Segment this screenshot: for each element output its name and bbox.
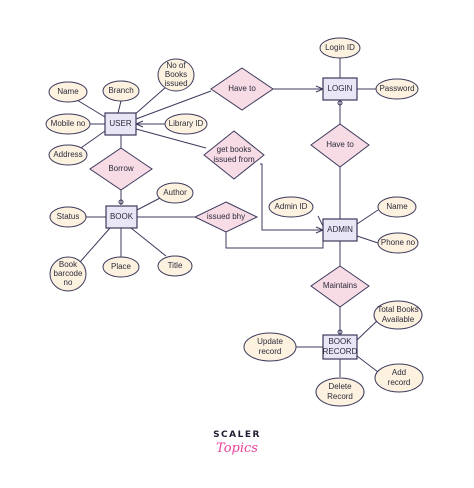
relationship-get-books: get books issued from (203, 130, 265, 180)
attribute-login-password-label: Password (379, 84, 414, 93)
brand-line1: SCALER (213, 430, 261, 440)
attribute-user-name-label: Name (57, 87, 79, 96)
entity-user: USER (104, 112, 137, 136)
relationship-have-to-login: Have to (210, 67, 274, 111)
connector-record-add (356, 355, 379, 373)
connector-get-books-admin (260, 163, 323, 231)
entity-admin: ADMIN (322, 218, 358, 242)
attribute-record-delete-line1: Delete (328, 382, 352, 391)
relationship-have-to-admin: Have to (310, 123, 370, 168)
attribute-user-mobile-label: Mobile no (51, 119, 86, 128)
relationship-get-books-line1: get books (217, 145, 252, 154)
optional-marker-login (337, 100, 343, 106)
attribute-admin-name-label: Name (386, 202, 408, 211)
attribute-record-update: Update record (243, 332, 297, 362)
attribute-admin-phone: Phone no (377, 232, 419, 254)
attribute-login-id: Login ID (319, 37, 361, 59)
attribute-record-update-line2: record (259, 347, 282, 356)
attribute-user-library-id: Library ID (164, 113, 208, 135)
attribute-book-barcode-line1: Book (59, 260, 78, 269)
attribute-record-total: Total Books Available (373, 300, 423, 330)
attribute-user-name: Name (48, 81, 88, 103)
attribute-book-place-label: Place (111, 262, 132, 271)
entity-book-record-line1: BOOK (328, 337, 352, 346)
attribute-record-total-line1: Total Books (377, 305, 418, 314)
entity-book-record: BOOK RECORD (322, 334, 358, 360)
attribute-book-author: Author (156, 182, 194, 204)
attribute-admin-id-label: Admin ID (275, 202, 308, 211)
attribute-record-total-line2: Available (382, 315, 415, 324)
entity-login-label: LOGIN (328, 84, 353, 93)
connector-user-branch (117, 100, 122, 114)
attribute-book-author-label: Author (163, 188, 187, 197)
optional-marker-record (337, 329, 343, 335)
connector-user-have-to (135, 90, 212, 120)
attribute-user-address-label: Address (53, 150, 82, 159)
connector-admin-phone (356, 235, 379, 244)
attribute-user-books-issued: No of Books issued (157, 58, 195, 92)
entity-book-record-line2: RECORD (323, 347, 358, 356)
attribute-user-address: Address (48, 144, 88, 166)
attribute-book-status: Status (49, 206, 87, 228)
attribute-user-books-issued-line3: issued (164, 79, 187, 88)
entity-user-label: USER (109, 119, 131, 128)
relationship-issued-by-label: issued bhy (207, 212, 245, 221)
attribute-book-title: Title (157, 255, 193, 277)
entity-login: LOGIN (322, 77, 358, 101)
attribute-book-barcode-line2: barcode (54, 269, 83, 278)
attribute-admin-name: Name (377, 196, 417, 218)
connector-book-barcode (79, 227, 111, 263)
connector-user-get-books (135, 128, 207, 149)
optional-marker-book (118, 199, 124, 205)
relationship-maintains: Maintains (310, 265, 370, 308)
relationship-have-to-admin-label: Have to (326, 140, 354, 149)
attribute-book-barcode: Book barcode no (49, 256, 87, 292)
relationship-get-books-line2: issued from (213, 155, 255, 164)
attribute-record-delete-line2: Record (327, 392, 353, 401)
attribute-user-branch: Branch (102, 80, 140, 102)
attribute-user-branch-label: Branch (108, 86, 133, 95)
attribute-record-delete: Delete Record (315, 377, 365, 407)
connector-admin-name (356, 209, 379, 225)
relationship-have-to-login-label: Have to (228, 84, 256, 93)
attribute-user-books-issued-line1: No of (166, 61, 186, 70)
entity-book-label: BOOK (110, 212, 134, 221)
relationship-borrow: Borrow (89, 147, 153, 191)
connector-user-address (77, 130, 106, 151)
attribute-login-password: Password (375, 78, 419, 100)
brand-line2: Topics (216, 441, 258, 456)
relationship-issued-by: issued bhy (193, 201, 259, 233)
attribute-record-add: Add record (374, 363, 424, 393)
connector-issued-by-admin (225, 232, 324, 249)
attribute-record-update-line1: Update (257, 337, 283, 346)
attribute-admin-phone-label: Phone no (381, 238, 416, 247)
attribute-user-books-issued-line2: Books (165, 70, 187, 79)
entity-book: BOOK (105, 205, 138, 229)
entity-admin-label: ADMIN (327, 225, 353, 234)
connector-user-books-issued (132, 86, 167, 117)
connector-book-author (136, 196, 163, 211)
attribute-book-status-label: Status (57, 212, 80, 221)
attribute-user-library-id-label: Library ID (169, 119, 204, 128)
attribute-record-add-line2: record (388, 378, 411, 387)
attribute-book-title-label: Title (168, 261, 183, 270)
attribute-book-place: Place (102, 256, 140, 278)
attribute-book-barcode-line3: no (64, 278, 73, 287)
attribute-login-id-label: Login ID (325, 43, 355, 52)
relationship-borrow-label: Borrow (108, 164, 134, 173)
attribute-admin-id: Admin ID (268, 196, 314, 218)
connector-book-title (130, 227, 167, 257)
attribute-user-mobile: Mobile no (45, 113, 91, 135)
connector-admin-id (317, 215, 324, 227)
relationship-maintains-label: Maintains (323, 281, 357, 290)
attribute-record-add-line1: Add (392, 368, 406, 377)
scaler-topics-logo: SCALER Topics (213, 430, 261, 456)
